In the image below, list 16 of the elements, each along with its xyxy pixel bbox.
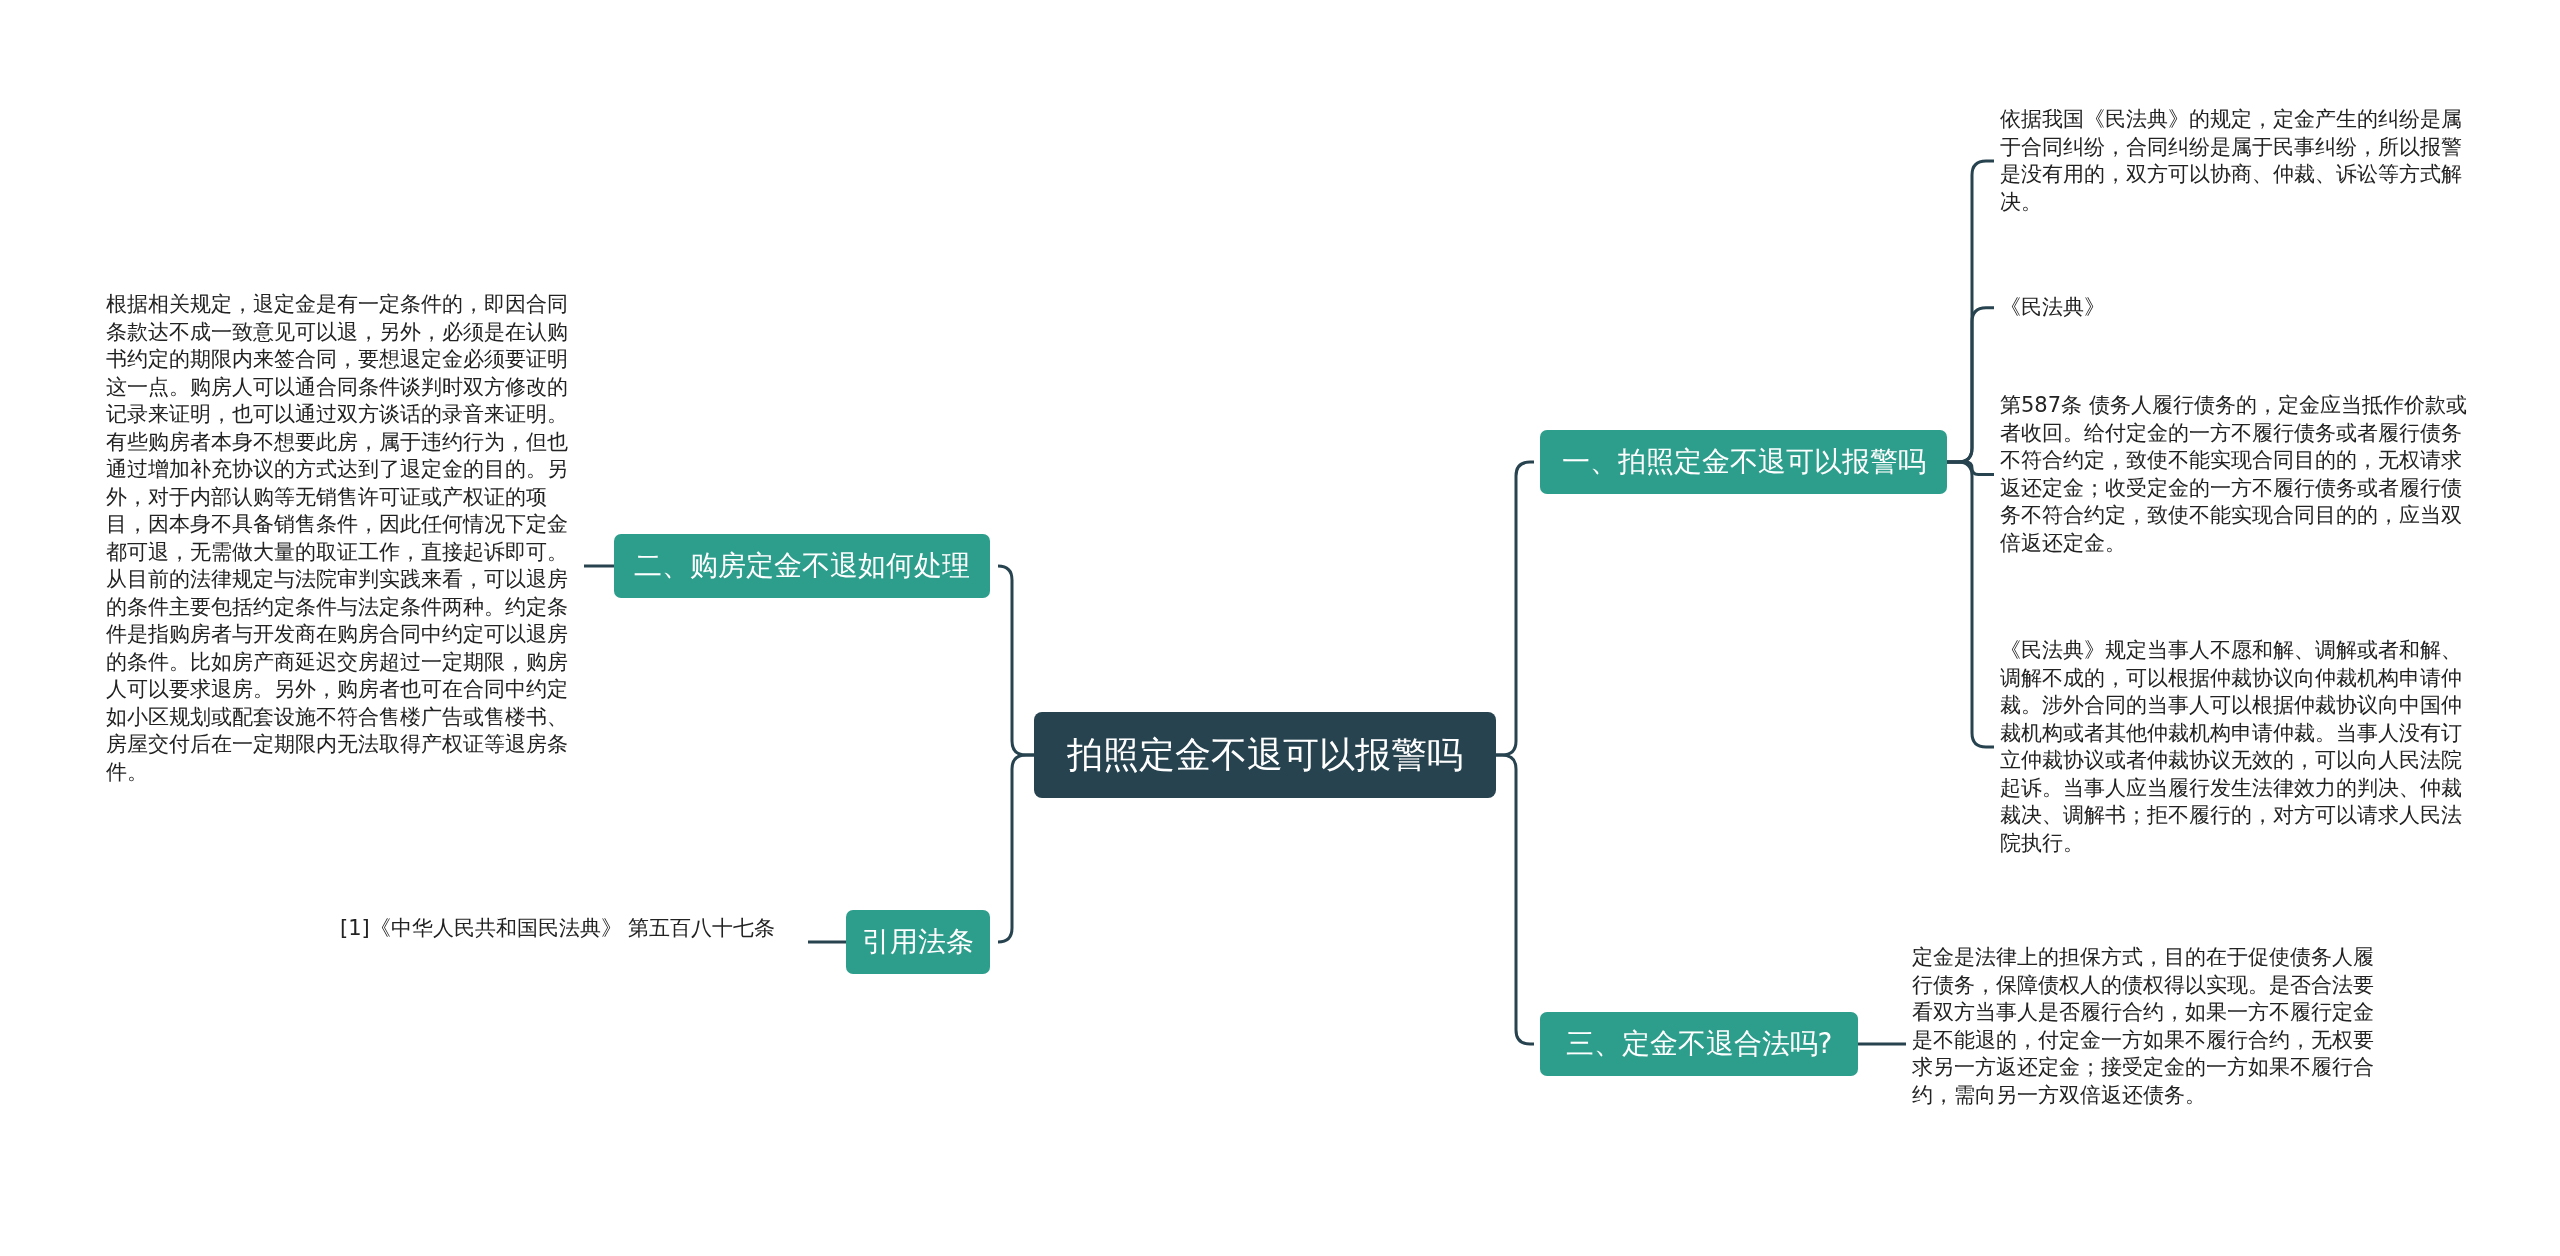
connector-line	[584, 564, 614, 568]
connector-line	[808, 940, 846, 944]
connector-line	[996, 753, 1034, 944]
note-text: 依据我国《民法典》的规定，定金产生的纠纷是属于合同纠纷，合同纠纷是属于民事纠纷，所以报警是没有用的，双方可以协商、仲裁、诉讼等方式解决。	[2000, 106, 2470, 216]
topic-box: 三、定金不退合法吗?	[1540, 1012, 1858, 1076]
note-text: 定金是法律上的担保方式，目的在于促使债务人履行债务，保障债权人的债权得以实现。是否合法要看双方当事人是否履行合约，如果一方不履行定金是不能退的，付定金一方如果不履行合约，无权要求另一方返还定金；接受定金的一方如果不履行合约，需向另一方双倍返还债务。	[1912, 944, 2384, 1109]
note-text: 根据相关规定，退定金是有一定条件的，即因合同条款达不成一致意见可以退，另外，必须是在认购书约定的期限内来签合同，要想退定金必须要证明这一点。购房人可以通合同条件谈判时双方修改的记录来证明，也可以通过双方谈话的录音来证明。有些购房者本身不想要此房，属于违约行为，但也通过增加补充协议的方式达到了退定金的目的。另外，对于内部认购等无销售许可证或产权证的项目，因本身不具备销售条件，因此任何情况下定金都可退，无需做大量的取证工作，直接起诉即可。从目前的法律规定与法院审判实践来看，可以退房的条件主要包括约定条件与法定条件两种。约定条件是指购房者与开发商在购房合同中约定可以退房的条件。比如房产商延迟交房超过一定期限，购房人可以要求退房。另外，购房者也可在合同中约定如小区规划或配套设施不符合售楼广告或售楼书、房屋交付后在一定期限内无法取得产权证等退房条件。	[106, 291, 576, 786]
central-topic-box: 拍照定金不退可以报警吗	[1034, 712, 1496, 798]
topic-box: 引用法条	[846, 910, 990, 974]
note-text: 《民法典》规定当事人不愿和解、调解或者和解、调解不成的，可以根据仲裁协议向仲裁机构申请仲裁。涉外合同的当事人可以根据仲裁协议向中国仲裁机构或者其他仲裁机构申请仲裁。当事人没有订立仲裁协议或者仲裁协议无效的，可以向人民法院起诉。当事人应当履行发生法律效力的判决、仲裁裁决、调解书；拒不履行的，对方可以请求人民法院执行。	[2000, 637, 2470, 857]
topic-box: 二、购房定金不退如何处理	[614, 534, 990, 598]
note-text: [1]《中华人民共和国民法典》 第五百八十七条	[340, 915, 800, 943]
connector-line	[1858, 1042, 1906, 1046]
note-text: 第587条 债务人履行债务的，定金应当抵作价款或者收回。给付定金的一方不履行债务或者履行债务不符合约定，致使不能实现合同目的的，无权请求返还定金；收受定金的一方不履行债务或者履行债务不符合约定，致使不能实现合同目的的，应当双倍返还定金。	[2000, 392, 2470, 557]
note-text: 《民法典》	[2000, 294, 2470, 322]
topic-box: 一、拍照定金不退可以报警吗	[1540, 430, 1947, 494]
